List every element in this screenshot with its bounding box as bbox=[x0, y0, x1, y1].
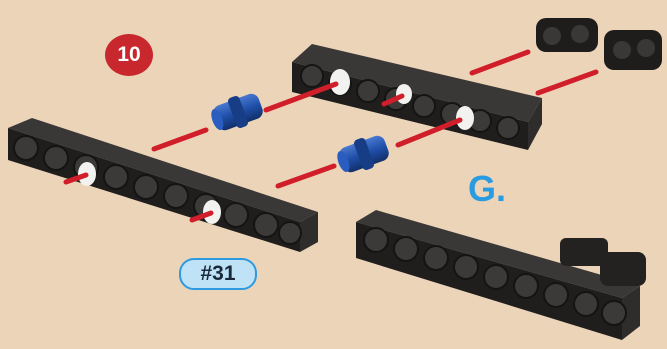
group-label: G. bbox=[468, 168, 506, 210]
part-number-tag: #31 bbox=[179, 258, 257, 290]
long-beam-left bbox=[8, 118, 318, 252]
black-connector bbox=[536, 18, 662, 70]
step-number-badge: 10 bbox=[105, 34, 153, 76]
long-beam-bottom-right bbox=[356, 210, 646, 340]
